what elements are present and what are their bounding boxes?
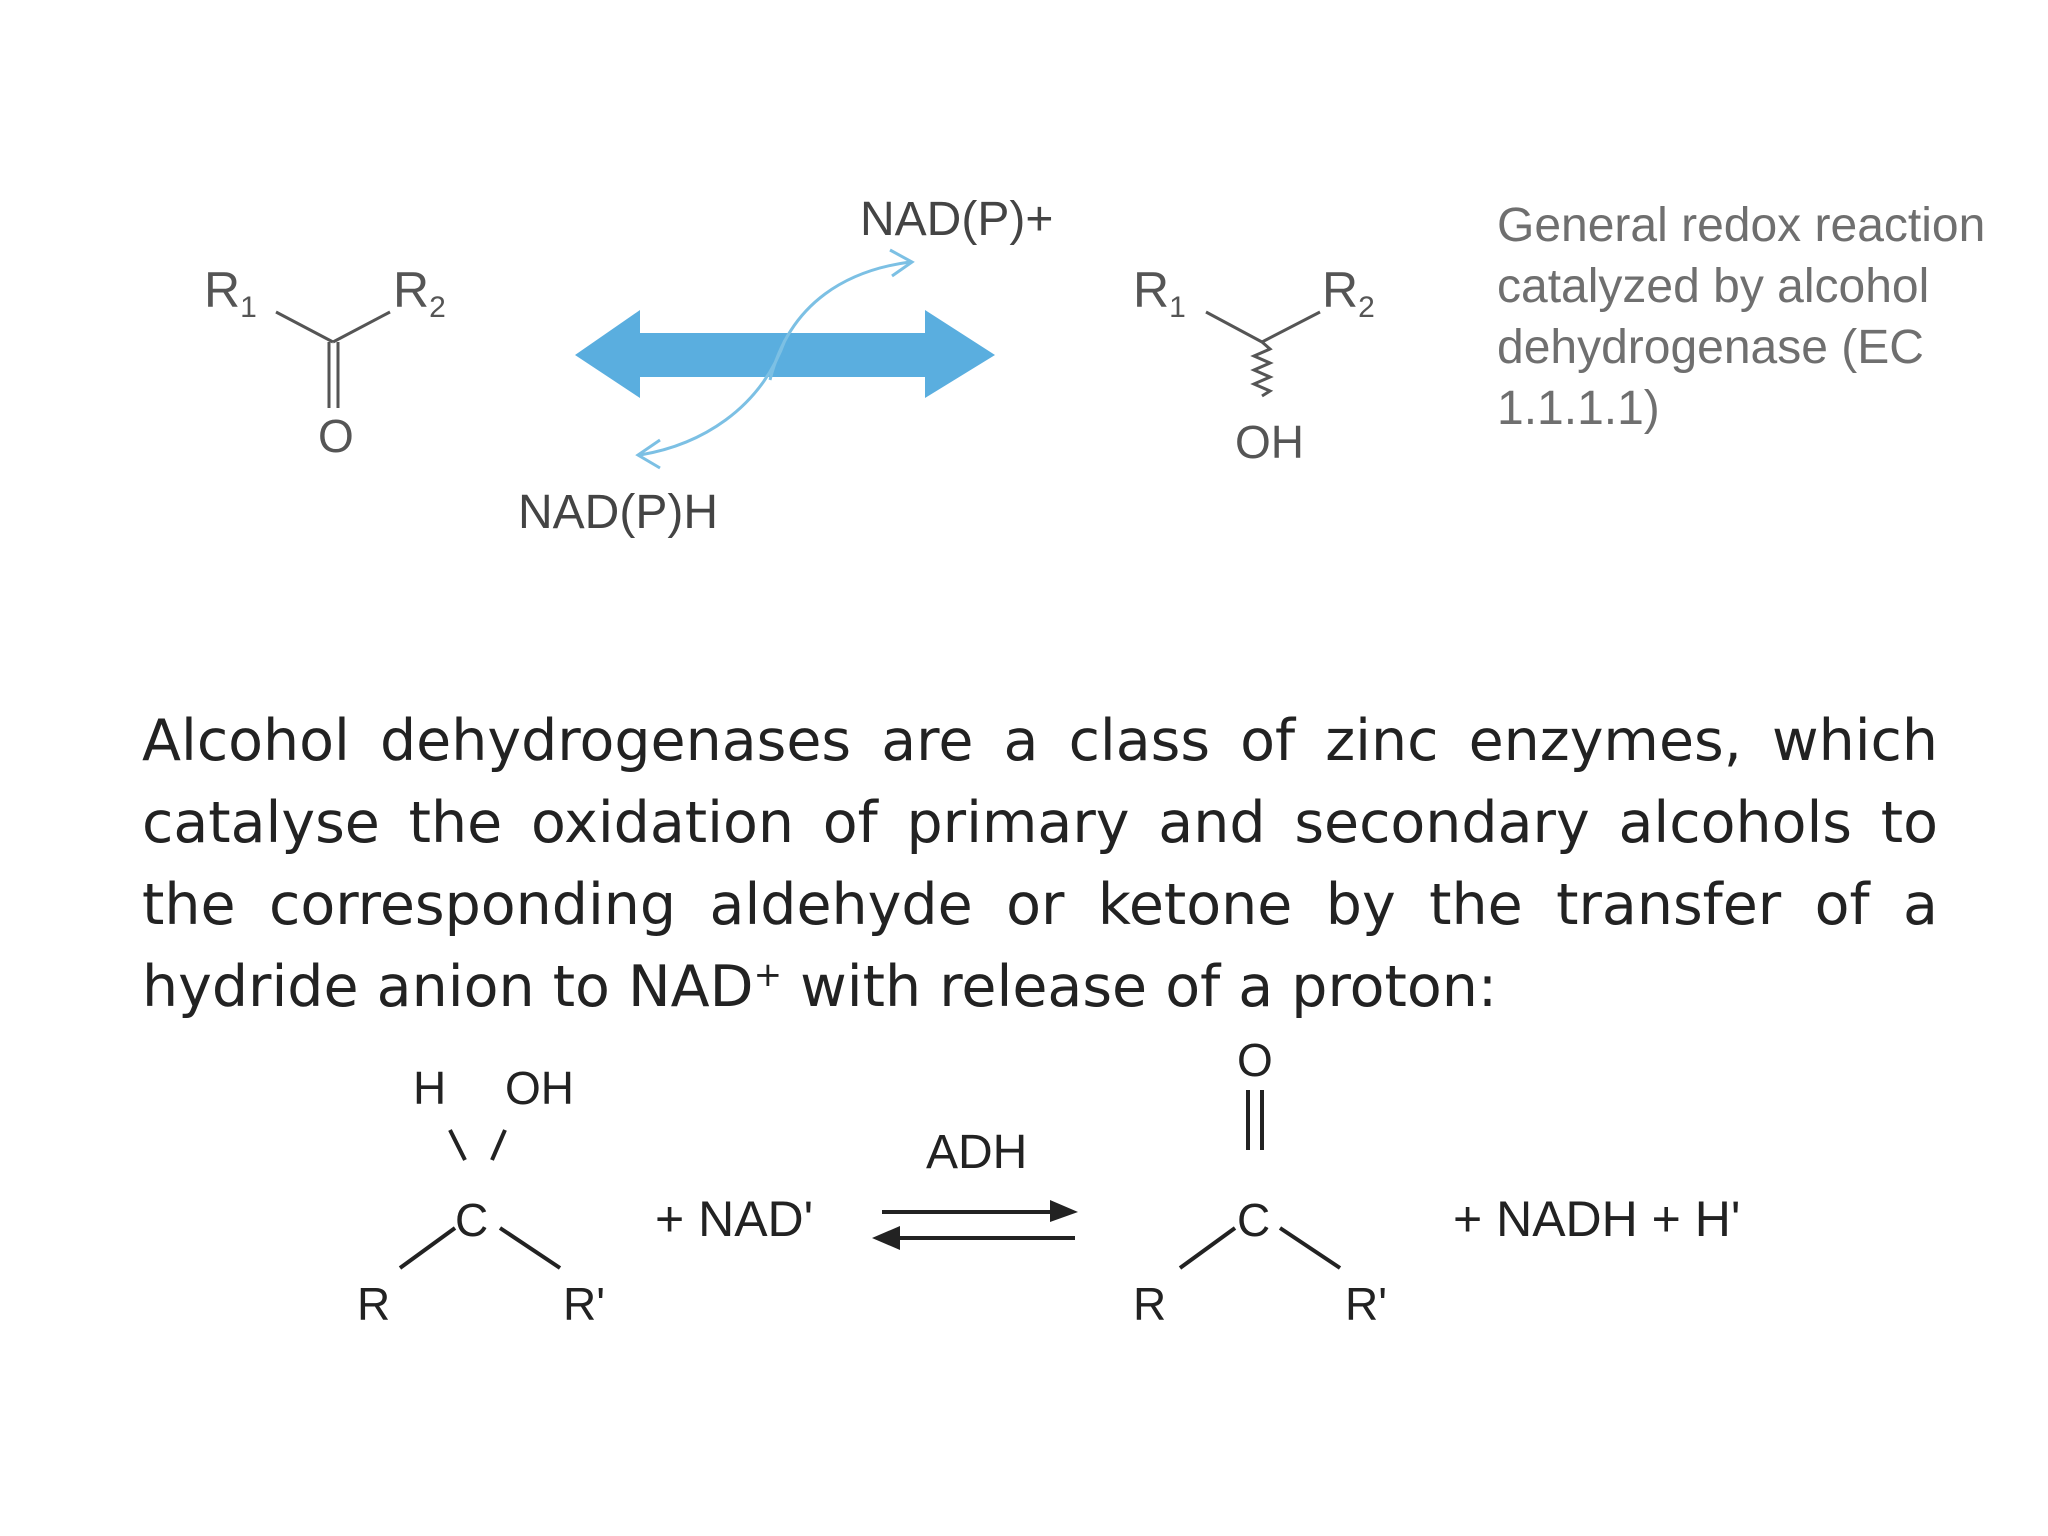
reactant-r2: R2 [393, 262, 446, 324]
reactant-h: H [413, 1062, 446, 1114]
plus-nad-label: + NAD' [655, 1191, 813, 1247]
plus-nadh-label: + NADH + H' [1453, 1191, 1740, 1247]
reactant-r-prime: R' [563, 1278, 605, 1330]
reactant-oxygen: O [318, 410, 354, 462]
superscript-plus: + [753, 955, 783, 995]
alcohol-structure [1205, 310, 1321, 398]
product-r2: R2 [1322, 262, 1375, 324]
cofactor-curved-arrows [635, 248, 915, 470]
product-oxygen: O [1237, 1034, 1273, 1086]
cofactor-top-label: NAD(P)+ [860, 193, 1053, 246]
enzyme-label: ADH [926, 1126, 1027, 1179]
top-reaction-scheme: R1 R2 O NAD(P)+ NAD(P)H R1 R2 OH [204, 193, 1375, 539]
description-paragraph: Alcohol dehydrogenases are a class of zi… [142, 708, 1938, 1020]
product-hydroxyl: OH [1235, 416, 1304, 468]
product-carbon: C [1237, 1194, 1270, 1246]
product-bonds [1178, 1090, 1342, 1270]
reactant-r1: R1 [204, 262, 257, 324]
equilibrium-arrow [575, 310, 995, 398]
cofactor-bottom-label: NAD(P)H [518, 486, 718, 539]
ketone-structure [275, 310, 391, 408]
reactant-carbon: C [455, 1194, 488, 1246]
product-r: R [1133, 1278, 1166, 1330]
product-r-prime: R' [1345, 1278, 1387, 1330]
reactant-oh: OH [505, 1062, 574, 1114]
reactant-r: R [357, 1278, 390, 1330]
reactant-bonds [398, 1129, 562, 1270]
figure-caption: General redox reaction catalyzed by alco… [1497, 199, 1986, 435]
product-r1: R1 [1133, 262, 1186, 324]
adh-equilibrium-arrows [872, 1200, 1078, 1250]
